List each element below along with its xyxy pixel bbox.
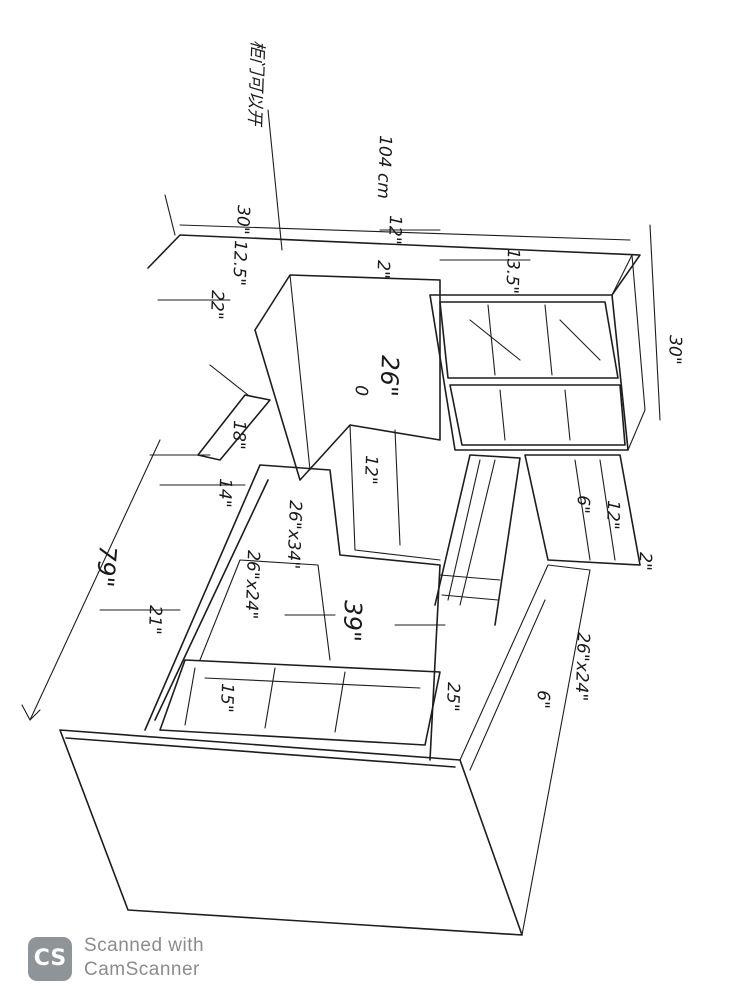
front-panel [59,564,591,936]
drawer-unit [159,659,441,746]
label-top-shelf-height: 12" [384,215,405,245]
label-wall: 104 cm [373,135,395,199]
label-shelf-width: 26" [375,355,404,398]
label-glass-unit-depth: 30" [664,335,685,365]
hutch [254,274,441,561]
label-kanji-note: 柜门可以开 [244,40,267,128]
label-shelf-note: 0 [351,385,371,397]
dimension-lines [21,109,531,721]
upper-shelf [147,194,661,421]
side-cabinet [524,454,641,566]
dimension-labels: 79" 104 cm 30" 22" 12" 13.5" 30" 26" 18"… [90,40,685,713]
camscanner-logo-icon: CS [28,937,72,981]
desk-frame [144,464,441,761]
left-shelf [149,364,271,461]
label-small-b: 2" [634,552,655,571]
label-base-note: 6" [532,690,553,709]
camscanner-watermark: CS Scanned with CamScanner [28,935,248,985]
label-top-left-gap: 22" [206,290,227,320]
label-drawer-size: 26"x24" [241,550,263,620]
label-top-depth: 30" [232,205,253,235]
label-desk-side: 21" [144,605,165,635]
watermark-line-1: Scanned with [84,935,205,956]
label-left-clear: 14" [214,478,235,508]
glass-cabinet [429,254,646,451]
label-top-right-note: 2" [372,260,393,279]
label-right-unit-depth: 13.5" [501,248,523,294]
label-small-a: 6" [572,495,593,514]
watermark-line-2: CamScanner [84,959,200,980]
label-side-cabinet: 26"x24" [571,632,593,702]
label-right-base: 25" [442,682,463,712]
label-center-width: 12" [360,455,381,485]
label-drawer-front: 15" [216,683,237,713]
label-shelf-side: 18" [228,420,249,450]
rails [434,454,521,626]
label-corner-note: 12.5" [228,240,250,286]
label-cabinet-size: 26"x34" [283,500,305,570]
label-desk-opening: 39" [338,600,367,643]
label-small-c: 12" [602,500,623,530]
label-overall-width: 79" [90,544,122,588]
